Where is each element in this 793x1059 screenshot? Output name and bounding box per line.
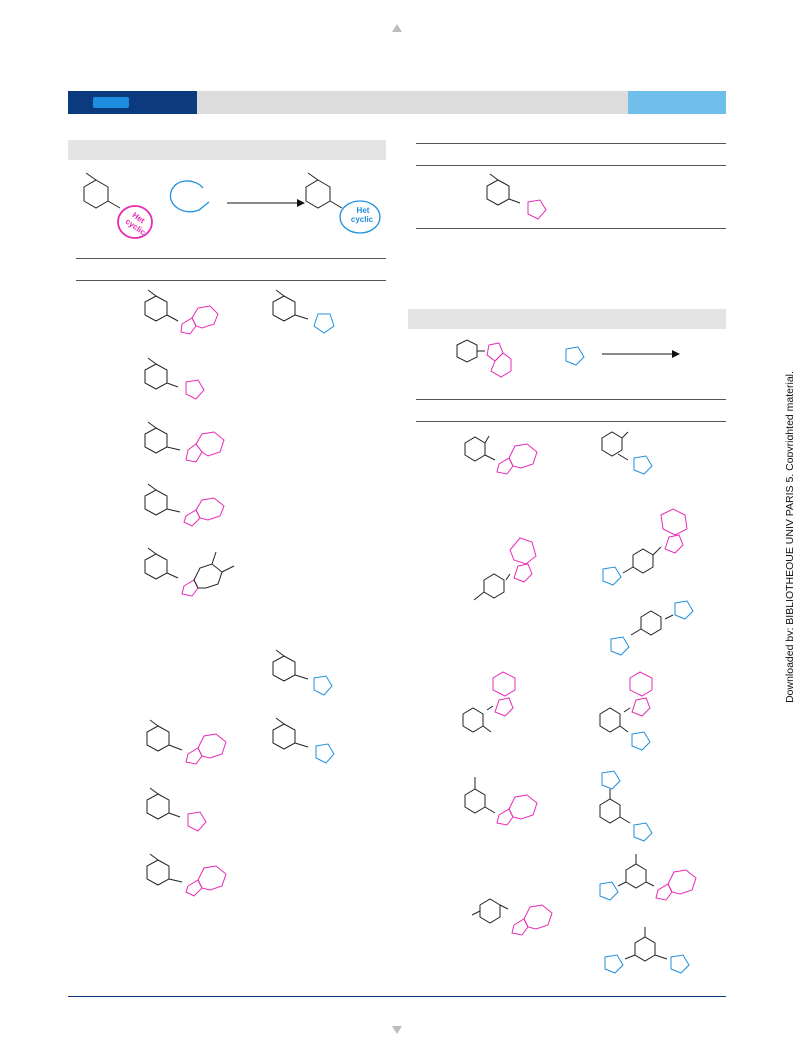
scheme2-reactant-structure [456, 339, 512, 378]
substrate-indole-structure-7 [146, 719, 227, 765]
table-top-rule-left [76, 258, 386, 259]
substrate-indole-structure [144, 289, 219, 335]
scheme2-pyrrole-reagent [565, 346, 585, 366]
bis-indole-pyrrole-structure [602, 508, 688, 586]
header-accent [628, 91, 726, 114]
reagent-ring-outline [169, 180, 210, 213]
meta-bis-pyrrole-structure [599, 770, 653, 842]
ortho-tolyl-pyrrole-structure [601, 431, 653, 475]
meta-bis-pyrrole-methyl-structure [604, 927, 690, 974]
het-label-blue-1: Het [357, 206, 370, 215]
bis-pyrrole-phenyl-structure [610, 600, 694, 656]
copyright-note-text: Downloaded by: BIBLIOTHEQUE UNIV PARIS 5… [784, 371, 793, 703]
meta-pyrrole-indole-structure [599, 854, 697, 901]
product-pyrrole-structure [272, 289, 335, 334]
meta-tolyl-indole-structure [464, 777, 538, 826]
substrate-dimethylindole-structure [144, 547, 235, 597]
substrate-indole-structure-3 [144, 421, 225, 463]
copyright-note: Downloaded by: BIBLIOTHEQUE UNIV PARIS 5… [783, 371, 793, 703]
indole-pyrrole-disubstituted-structure [599, 671, 653, 751]
substrate-indole-structure-9 [146, 853, 227, 897]
table2-header-rule [416, 421, 726, 422]
substrate-pyrrole-structure-8 [146, 787, 207, 832]
para-tolyl-indole-structure [473, 537, 537, 601]
page-down-icon[interactable] [392, 1026, 402, 1034]
table-header-rule-right [416, 165, 726, 166]
table-top-rule-right [416, 143, 726, 144]
footer-rule [68, 996, 726, 997]
substrate-indole-structure-4 [144, 483, 225, 527]
product-pyrrole-structure-7 [272, 717, 335, 764]
ortho-tolyl-indole-structure [464, 435, 538, 475]
table2-top-rule [416, 399, 726, 400]
header-section-label [68, 91, 197, 114]
scheme-title-bar-right [408, 309, 726, 329]
reaction-arrow [227, 199, 305, 207]
substrate-pyrrole-structure [144, 357, 205, 400]
meta-tolyl-indole-structure-2 [471, 898, 553, 936]
header-bar [68, 91, 726, 114]
table-bottom-rule-right [416, 228, 726, 229]
substrate-pyrrole-structure-r1 [486, 173, 547, 220]
product-structure: Het cyclic [305, 172, 381, 234]
ortho-tolyl-indole-structure-2 [462, 671, 516, 733]
page-up-icon[interactable] [392, 24, 402, 32]
reaction-arrow-2 [602, 350, 680, 358]
header-chip [93, 97, 129, 108]
table-header-rule-left [76, 280, 386, 281]
scheme-title-bar-left [68, 140, 386, 160]
product-pyrrole-structure-6 [272, 649, 333, 696]
het-label-blue-2: cyclic [351, 215, 374, 224]
reactant-aryl-structure: Het cyclic [83, 172, 153, 239]
